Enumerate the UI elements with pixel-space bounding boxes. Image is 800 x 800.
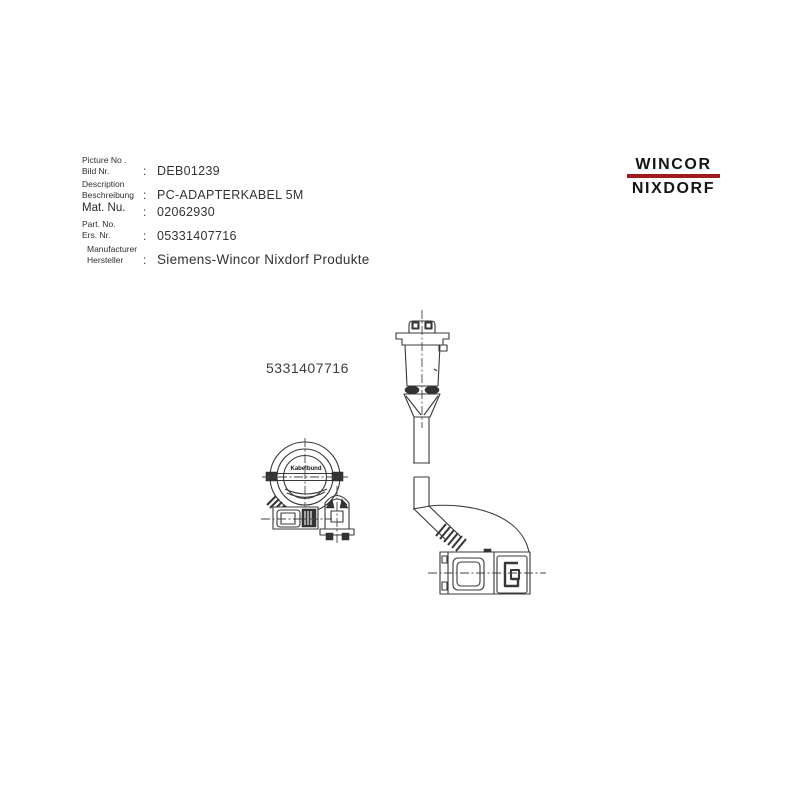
description-value: PC-ADAPTERKABEL 5M xyxy=(157,188,304,202)
part-number-annotation: 5331407716 xyxy=(266,360,349,376)
part-no-value: 05331407716 xyxy=(157,229,237,243)
logo-red-bar xyxy=(627,174,720,178)
field-colon: : xyxy=(143,205,147,219)
field-colon: : xyxy=(143,253,147,267)
body-mark xyxy=(433,368,438,372)
cable-lower-segment xyxy=(413,476,430,509)
clamp-block-left xyxy=(265,471,278,482)
base-foot-left xyxy=(325,532,334,541)
description-label-en: Description xyxy=(82,179,125,189)
ferrite-ring-assembly: Kabelbund xyxy=(262,438,348,515)
cable-upper-segment xyxy=(413,417,430,464)
cable-outer-bend-arc xyxy=(428,504,530,553)
cable-boot-arc-outer xyxy=(324,494,350,504)
field-colon: : xyxy=(143,188,147,202)
logo-word-wincor: WINCOR xyxy=(635,156,712,173)
mat-nu-value: 02062930 xyxy=(157,205,216,219)
socket-opening-outer xyxy=(452,557,485,591)
small-connector-side-view xyxy=(319,486,355,544)
manufacturer-label-en: Manufacturer xyxy=(87,244,138,254)
cable-bend-tick xyxy=(412,505,431,510)
hood-body xyxy=(404,344,441,387)
screw-boss-right xyxy=(424,385,440,395)
base-foot-right xyxy=(341,532,350,541)
cap-detail-top xyxy=(441,555,448,564)
flange-tab xyxy=(438,344,448,352)
picture-no-value: DEB01239 xyxy=(157,164,220,178)
cable-run xyxy=(412,417,530,553)
small-connector-front-view xyxy=(261,506,332,530)
clamp-block-right xyxy=(331,471,344,482)
connector-cap-outline xyxy=(408,320,436,333)
screw-boss-left xyxy=(404,385,420,395)
mounting-flange xyxy=(395,332,450,346)
part-no-label-de: Ers. Nr. xyxy=(82,230,111,240)
top-dsub-connector xyxy=(395,310,450,428)
technical-drawing-cable: Kabelbund xyxy=(261,310,546,595)
contact-block xyxy=(301,508,317,528)
contact-slits xyxy=(304,511,312,525)
jackscrew-left xyxy=(411,321,420,330)
logo-word-nixdorf: NIXDORF xyxy=(631,180,716,197)
jackscrew-right xyxy=(424,321,433,330)
description-label-de: Beschreibung xyxy=(82,190,134,200)
connector-side-walls xyxy=(324,503,350,529)
boot-wedge-right xyxy=(339,498,349,509)
housing-top-tab xyxy=(483,548,492,553)
boot-wedge-left xyxy=(325,498,335,509)
cable-through-ring xyxy=(284,488,328,498)
field-colon: : xyxy=(143,164,147,178)
strain-relief-funnel xyxy=(403,393,441,418)
funnel-v-lines xyxy=(405,395,439,416)
part-no-label-en: Part. No. xyxy=(82,219,116,229)
cap-detail-bottom xyxy=(441,581,448,591)
manufacturer-value: Siemens-Wincor Nixdorf Produkte xyxy=(157,252,370,267)
socket-opening-inner xyxy=(456,561,481,587)
field-colon: : xyxy=(143,229,147,243)
picture-no-label-en: Picture No . xyxy=(82,155,127,165)
strain-relief-ribs-right xyxy=(435,523,467,552)
mat-nu-label: Mat. Nu. xyxy=(82,202,126,214)
ferrite-tiny-label: Kabelbund xyxy=(291,466,322,472)
strain-relief-ribs-left xyxy=(266,495,286,515)
cable-diagonal xyxy=(413,505,462,541)
din-end-block xyxy=(496,555,528,594)
plug-opening-outer xyxy=(276,509,301,528)
manufacturer-label-de: Hersteller xyxy=(87,255,124,265)
angled-connector xyxy=(428,548,546,595)
wincor-nixdorf-logo: WINCOR NIXDORF xyxy=(627,156,720,197)
picture-no-label-de: Bild Nr. xyxy=(82,166,110,176)
plug-opening-inner xyxy=(280,512,296,525)
din-key-notch xyxy=(509,568,521,581)
